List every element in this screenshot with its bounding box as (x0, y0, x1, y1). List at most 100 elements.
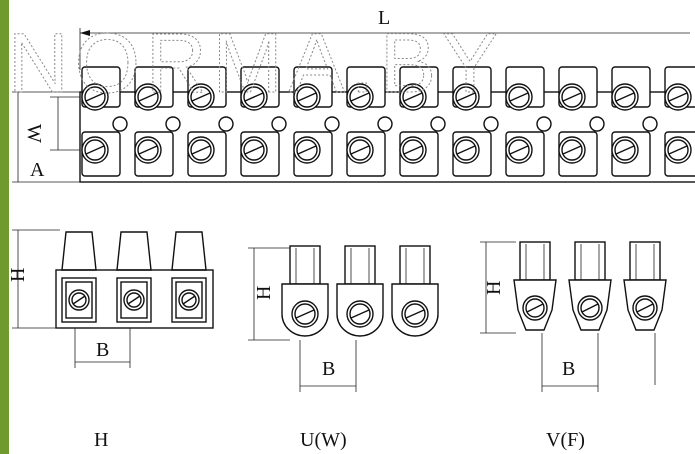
screw-rim (190, 139, 212, 161)
screw-rim (294, 303, 316, 325)
screw-rim (561, 86, 583, 108)
housing-body (55, 269, 214, 329)
screw-rim (455, 86, 477, 108)
screw-slot (456, 92, 476, 102)
mounting-hole (536, 116, 552, 132)
screw-slot (636, 303, 654, 313)
mounting-hole (642, 116, 658, 132)
variant-u-height-label: H (253, 286, 275, 300)
screw-slot (668, 92, 688, 102)
housing-top (519, 241, 551, 281)
screw-slot (562, 145, 582, 155)
mounting-hole (324, 116, 340, 132)
variant-v: H B V(F) (480, 241, 667, 451)
screw-rim (349, 139, 371, 161)
screw-slot (295, 309, 315, 319)
screw-slot (72, 295, 86, 305)
screw-slot (405, 309, 425, 319)
variant-u-pitch-label: B (322, 358, 335, 380)
strip-base (79, 91, 695, 183)
screw-slot (581, 303, 599, 313)
screw-rim (190, 86, 212, 108)
terminal-strip: L W A (12, 7, 695, 183)
screw-rim (525, 298, 545, 318)
housing-top (399, 245, 431, 285)
screw-rim (126, 292, 142, 308)
variant-v-pitch-label: B (562, 358, 575, 380)
screw-rim (667, 139, 689, 161)
variant-u: H B U(W) (248, 245, 439, 451)
screw-rim (84, 86, 106, 108)
clamp-inner (120, 281, 148, 319)
screw-slot (615, 92, 635, 102)
screw-slot (85, 92, 105, 102)
screw-rim (84, 139, 106, 161)
dimension-label-length: L (378, 7, 390, 29)
screw-slot (526, 303, 544, 313)
screw-rim (349, 86, 371, 108)
screw-rim (137, 86, 159, 108)
screw-slot (456, 145, 476, 155)
screw-rim (404, 303, 426, 325)
screw-rim (243, 86, 265, 108)
screw-slot (350, 92, 370, 102)
screw-rim (508, 86, 530, 108)
variant-v-caption: V(F) (546, 429, 585, 451)
screw-slot (509, 145, 529, 155)
screw-slot (138, 92, 158, 102)
screw-rim (402, 139, 424, 161)
mounting-hole (271, 116, 287, 132)
screw-slot (297, 145, 317, 155)
screw-slot (182, 295, 196, 305)
screw-rim (402, 86, 424, 108)
screw-slot (403, 145, 423, 155)
variant-h-caption: H (94, 429, 108, 451)
housing-top (61, 231, 97, 271)
screw-rim (71, 292, 87, 308)
housing-top (289, 245, 321, 285)
variant-h-height-label: H (7, 268, 29, 282)
mounting-hole (430, 116, 446, 132)
screw-rim (614, 139, 636, 161)
dimension-label-a: A (30, 159, 45, 181)
screw-slot (668, 145, 688, 155)
screw-slot (244, 92, 264, 102)
screw-slot (350, 145, 370, 155)
watermark: NORMA.BY (8, 16, 504, 110)
screw-slot (138, 145, 158, 155)
housing-top (574, 241, 606, 281)
screw-slot (191, 92, 211, 102)
dimension-label-width: W (23, 124, 45, 143)
clamp-inner (175, 281, 203, 319)
screw-rim (349, 303, 371, 325)
variant-v-height-label: H (483, 281, 505, 295)
mounting-hole (165, 116, 181, 132)
screw-slot (403, 92, 423, 102)
housing-top (116, 231, 152, 271)
screw-slot (244, 145, 264, 155)
screw-slot (297, 92, 317, 102)
screw-rim (561, 139, 583, 161)
screw-rim (635, 298, 655, 318)
variant-h-pitch-label: B (96, 339, 109, 361)
screw-slot (191, 145, 211, 155)
screw-rim (580, 298, 600, 318)
clamp-inner (65, 281, 93, 319)
mounting-hole (483, 116, 499, 132)
screw-rim (243, 139, 265, 161)
accent-bar (0, 0, 9, 454)
screw-slot (350, 309, 370, 319)
screw-rim (137, 139, 159, 161)
housing-top (171, 231, 207, 271)
screw-rim (667, 86, 689, 108)
screw-slot (615, 145, 635, 155)
screw-slot (509, 92, 529, 102)
housing-top (629, 241, 661, 281)
screw-slot (562, 92, 582, 102)
mounting-hole (377, 116, 393, 132)
screw-rim (455, 139, 477, 161)
screw-rim (296, 86, 318, 108)
screw-slot (127, 295, 141, 305)
screw-slot (85, 145, 105, 155)
